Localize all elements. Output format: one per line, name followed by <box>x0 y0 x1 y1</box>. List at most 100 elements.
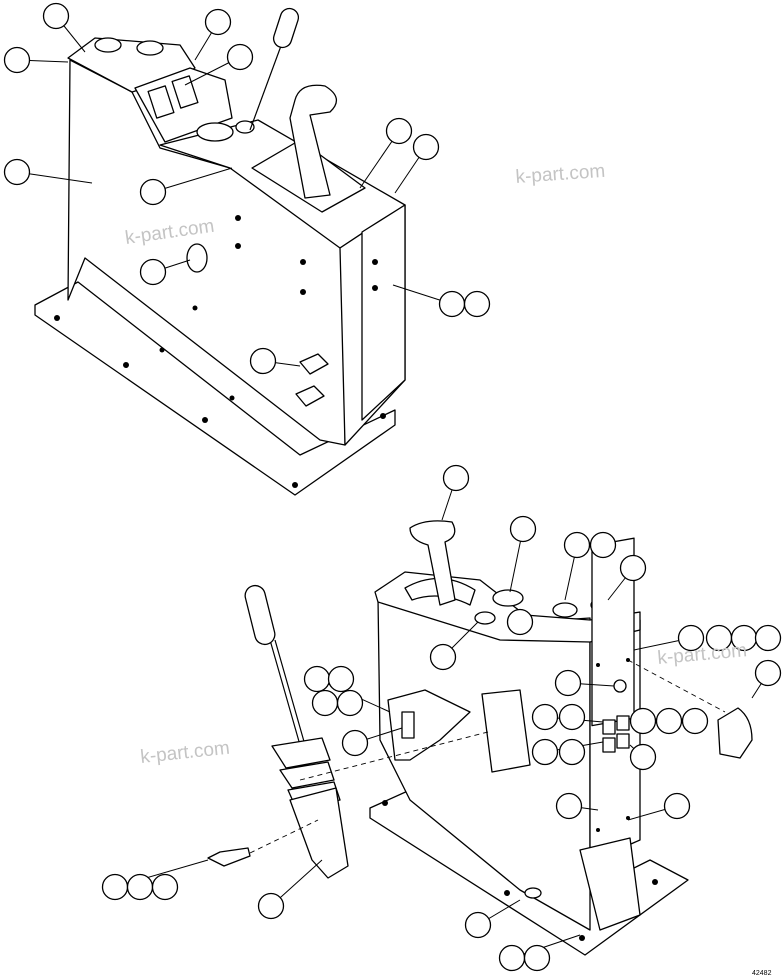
callout-balloon <box>629 707 657 735</box>
lower-knob-1 <box>492 589 524 607</box>
callout-balloon <box>629 743 657 771</box>
lower-indicator-lamp <box>613 679 627 693</box>
callout-balloon <box>754 624 782 652</box>
callout-balloon <box>204 8 232 36</box>
joystick-housing <box>289 787 349 879</box>
upper-hole <box>235 243 241 249</box>
callout-balloon <box>754 659 782 687</box>
callout-balloon <box>429 643 457 671</box>
callout-balloon <box>438 290 466 318</box>
callout-balloon <box>303 665 331 693</box>
callout-balloon <box>589 531 617 559</box>
lower-switch-4 <box>616 733 630 749</box>
callout-balloon <box>442 464 470 492</box>
joystick-grip <box>244 584 276 646</box>
upper-oval-cover <box>186 243 208 273</box>
watermark-4: k-part.com <box>139 738 230 768</box>
callout-balloon <box>555 792 583 820</box>
upper-hole <box>229 395 235 401</box>
joystick-rod <box>269 639 301 746</box>
joystick-boot <box>271 737 341 809</box>
callout-balloon <box>663 792 691 820</box>
upper-knob-2 <box>136 40 164 56</box>
callout-balloon <box>139 258 167 286</box>
upper-throttle-lever <box>249 34 286 131</box>
callout-balloon <box>336 689 364 717</box>
knob-cap <box>717 707 753 759</box>
upper-knob-3 <box>196 122 234 142</box>
upper-knob-4 <box>235 120 255 134</box>
lower-bracket <box>387 689 471 761</box>
callout-balloon <box>412 133 440 161</box>
callout-balloon <box>498 944 526 972</box>
upper-throttle-grip <box>272 7 300 49</box>
upper-hole <box>159 347 165 353</box>
lower-hole <box>596 663 600 667</box>
callout-balloon <box>257 892 285 920</box>
upper-hole <box>123 362 129 368</box>
callout-layer <box>3 2 782 972</box>
upper-knob-1 <box>94 37 122 53</box>
upper-hole <box>372 259 378 265</box>
upper-base-plate <box>34 281 396 496</box>
callout-leader-line <box>152 167 233 193</box>
callout-balloon <box>506 608 534 636</box>
lower-switch-2 <box>616 715 630 731</box>
callout-balloon <box>463 290 491 318</box>
upper-hole <box>380 413 386 419</box>
callout-balloon <box>681 707 709 735</box>
callout-balloon <box>385 117 413 145</box>
lower-switch-3 <box>602 737 616 753</box>
upper-hole <box>292 482 298 488</box>
callout-balloon <box>563 531 591 559</box>
joystick-bolt <box>207 847 251 867</box>
callout-balloon <box>677 624 705 652</box>
document-number: 42482 <box>752 970 772 977</box>
callout-balloon <box>531 738 559 766</box>
upper-latch-2 <box>295 385 325 407</box>
callout-balloon <box>249 347 277 375</box>
callout-balloon <box>101 873 129 901</box>
lower-switch-1 <box>602 719 616 735</box>
lower-knob-2 <box>474 611 496 625</box>
upper-hole <box>202 417 208 423</box>
callout-balloon <box>341 729 369 757</box>
callout-balloon <box>42 2 70 30</box>
callout-balloon <box>3 46 31 74</box>
callout-balloon <box>655 707 683 735</box>
callout-balloon <box>531 703 559 731</box>
callout-balloon <box>509 515 537 543</box>
upper-hole <box>300 289 306 295</box>
callout-balloon <box>554 669 582 697</box>
watermark-3: k-part.com <box>657 640 748 669</box>
lower-cover-plate <box>481 689 531 773</box>
lower-front-leg <box>579 837 641 931</box>
callout-balloon <box>3 158 31 186</box>
callout-balloon <box>464 911 492 939</box>
assembly-line <box>249 819 319 854</box>
upper-hole <box>300 259 306 265</box>
lower-hole <box>626 816 630 820</box>
lower-hole <box>652 879 658 885</box>
upper-rocker-switch-2 <box>171 75 199 109</box>
upper-hole <box>192 305 198 311</box>
lower-hole <box>382 800 388 806</box>
callout-balloon <box>139 178 167 206</box>
callout-balloon <box>311 689 339 717</box>
lower-hole <box>596 828 600 832</box>
callout-balloon <box>619 554 647 582</box>
upper-hole <box>54 315 60 321</box>
upper-hole <box>235 215 241 221</box>
callout-balloon <box>327 665 355 693</box>
lower-console-assembly <box>369 520 689 956</box>
upper-rocker-switch-1 <box>147 85 175 119</box>
lower-knob-3 <box>552 602 578 618</box>
upper-shift-lever <box>289 84 337 199</box>
callout-balloon <box>558 703 586 731</box>
lower-hole <box>579 935 585 941</box>
watermark-1: k-part.com <box>515 161 606 188</box>
lower-connector <box>401 711 415 739</box>
upper-hole <box>372 285 378 291</box>
callout-balloon <box>126 873 154 901</box>
lower-washer <box>524 887 542 899</box>
